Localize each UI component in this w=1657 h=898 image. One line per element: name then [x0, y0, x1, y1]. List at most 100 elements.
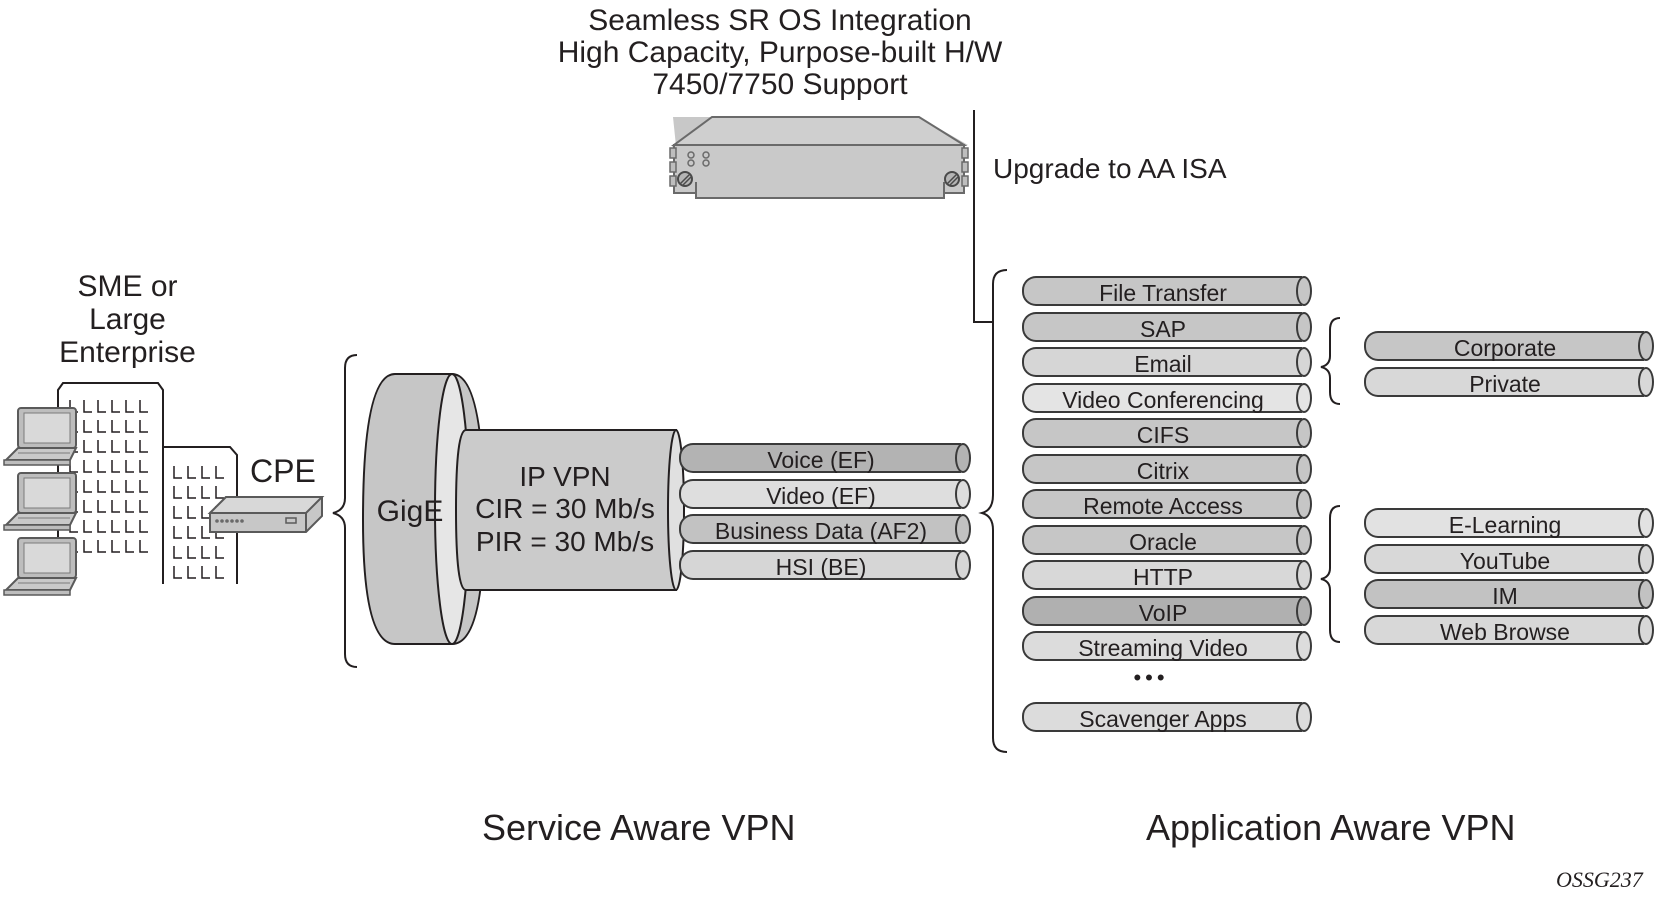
pipe-end-cap — [1296, 489, 1312, 519]
enterprise-label-1: SME or — [77, 270, 178, 303]
window-mark — [97, 420, 106, 433]
window-mark — [201, 526, 210, 539]
pipe-end-cap — [955, 549, 971, 580]
window-mark — [139, 420, 148, 433]
laptops — [3, 407, 78, 596]
figure-id: OSSG237 — [1556, 867, 1643, 892]
upgrade-label: Upgrade to AA ISA — [993, 153, 1227, 184]
window-mark — [111, 400, 120, 413]
application-aware-vpn-label: Application Aware VPN — [1146, 807, 1516, 848]
pipe-label: Private — [1469, 370, 1541, 397]
app-pipe: CIFS — [1022, 418, 1312, 448]
window-mark — [139, 500, 148, 513]
ipvpn-cir: CIR = 30 Mb/s — [475, 493, 655, 524]
app-pipe: Remote Access — [1022, 489, 1312, 519]
window-mark — [83, 500, 92, 513]
window-mark — [139, 460, 148, 473]
pipe-label: Scavenger Apps — [1079, 706, 1247, 732]
pipe-end-cap — [1296, 418, 1312, 448]
window-mark — [187, 466, 196, 479]
app-pipe: File Transfer — [1022, 276, 1312, 306]
window-mark — [111, 500, 120, 513]
pipe-label: Streaming Video — [1078, 635, 1248, 661]
service-class-pipe: Voice (EF) — [679, 443, 971, 473]
pipe-end-cap — [1638, 366, 1654, 397]
window-mark — [97, 520, 106, 533]
window-mark — [201, 466, 210, 479]
window-mark — [83, 440, 92, 453]
email-brace — [1320, 317, 1341, 405]
enterprise-label-2: Large — [89, 303, 166, 336]
window-mark — [125, 480, 134, 493]
window-mark — [111, 420, 120, 433]
title-line-1: Seamless SR OS Integration — [588, 4, 972, 37]
pipe-end-cap — [955, 443, 971, 473]
window-mark — [187, 546, 196, 559]
title-line-2: High Capacity, Purpose-built H/W — [557, 36, 1003, 69]
app-pipe: Oracle — [1022, 524, 1312, 555]
window-mark — [125, 500, 134, 513]
app-pipe: HTTP — [1022, 560, 1312, 590]
window-mark — [125, 420, 134, 433]
window-mark — [173, 526, 182, 539]
window-mark — [111, 520, 120, 533]
window-mark — [111, 440, 120, 453]
window-mark — [97, 400, 106, 413]
service-class-pipe: Video (EF) — [679, 478, 971, 509]
pipe-label: YouTube — [1459, 547, 1551, 574]
ellipsis-dots: ••• — [1133, 665, 1169, 690]
pipe-end-cap — [1296, 702, 1312, 732]
app-pipe: Streaming Video — [1022, 631, 1312, 661]
email-subgroup-pipe: Corporate — [1364, 331, 1654, 361]
window-mark — [83, 460, 92, 473]
apps-brace — [978, 269, 1008, 753]
service-class-pipe: HSI (BE) — [679, 549, 971, 580]
enterprise-label-3: Enterprise — [59, 336, 196, 369]
upgrade-connector-line — [973, 110, 993, 323]
pipe-label: IM — [1492, 583, 1518, 609]
pipe-label: Citrix — [1136, 457, 1190, 484]
service-aware-vpn-label: Service Aware VPN — [482, 807, 796, 848]
window-mark — [125, 440, 134, 453]
http-subgroup-pipe: YouTube — [1364, 543, 1654, 574]
window-mark — [83, 480, 92, 493]
pipe-end-cap — [1638, 508, 1654, 538]
window-mark — [187, 486, 196, 499]
pipe-label: VoIP — [1138, 599, 1188, 626]
window-mark — [173, 466, 182, 479]
window-mark — [173, 566, 182, 579]
window-mark — [201, 546, 210, 559]
window-mark — [139, 480, 148, 493]
window-mark — [215, 486, 224, 499]
cpe-device-icon — [207, 496, 325, 533]
window-mark — [125, 460, 134, 473]
ipvpn-title: IP VPN — [519, 461, 611, 492]
pipe-label: Email — [1134, 351, 1192, 377]
pipe-end-cap — [1296, 631, 1312, 661]
window-mark — [83, 420, 92, 433]
pipe-end-cap — [1296, 524, 1312, 555]
pipe-end-cap — [1638, 331, 1654, 361]
pipe-end-cap — [955, 514, 971, 544]
ipvpn-pir: PIR = 30 Mb/s — [475, 526, 655, 557]
app-pipe: Video Conferencing — [1022, 382, 1312, 413]
gige-brace — [332, 354, 358, 668]
window-mark — [83, 520, 92, 533]
window-mark — [201, 566, 210, 579]
ipvpn-cylinder — [454, 429, 685, 591]
laptop-icon — [3, 407, 78, 466]
pipe-label: Video (EF) — [766, 482, 876, 509]
pipe-end-cap — [1638, 543, 1654, 574]
window-mark — [97, 540, 106, 553]
pipe-label: Video Conferencing — [1062, 386, 1264, 413]
window-mark — [111, 480, 120, 493]
http-subgroup-pipe: Web Browse — [1364, 614, 1654, 645]
cpe-label: CPE — [250, 453, 316, 489]
window-mark — [139, 540, 148, 553]
pipe-end-cap — [1296, 595, 1312, 626]
window-mark — [139, 520, 148, 533]
window-mark — [173, 546, 182, 559]
pipe-label: Business Data (AF2) — [714, 518, 928, 544]
title-line-3: 7450/7750 Support — [652, 68, 908, 101]
